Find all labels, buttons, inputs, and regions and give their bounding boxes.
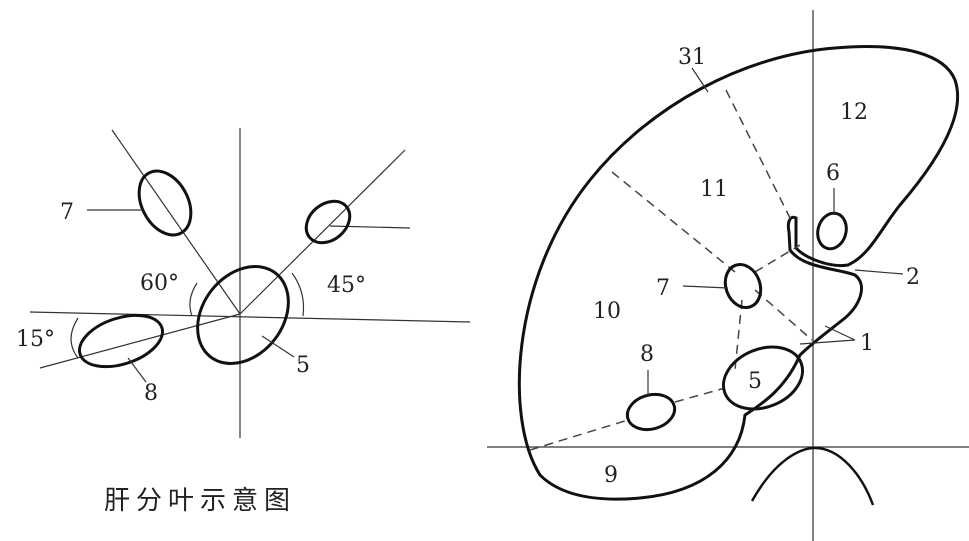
right-label-31: 31 bbox=[678, 45, 706, 70]
left-horizontal-axis bbox=[30, 312, 470, 322]
right-label-2: 2 bbox=[906, 265, 920, 290]
dash-31-to-center bbox=[726, 90, 792, 222]
left-arc-15deg bbox=[71, 318, 78, 358]
left-leader-8 bbox=[128, 358, 146, 382]
right-label-7: 7 bbox=[656, 276, 670, 301]
left-line-45deg bbox=[240, 150, 405, 314]
left-angle-45: 45° bbox=[327, 273, 366, 298]
left-ellipse-5 bbox=[179, 249, 307, 382]
right-leader-1a bbox=[800, 340, 855, 344]
right-label-6: 6 bbox=[826, 161, 840, 186]
left-label-8: 8 bbox=[144, 381, 158, 406]
right-ellipse-8 bbox=[623, 389, 678, 434]
left-arc-60deg bbox=[190, 283, 197, 316]
diagram-caption: 肝分叶示意图 bbox=[104, 486, 296, 516]
left-angle-15: 15° bbox=[16, 327, 55, 352]
dash-7-up bbox=[755, 245, 800, 272]
right-leader-7 bbox=[683, 286, 728, 288]
right-diagram: 31 12 6 11 2 7 10 1 8 5 9 bbox=[487, 10, 969, 541]
right-label-11: 11 bbox=[700, 177, 728, 202]
right-label-1: 1 bbox=[860, 331, 874, 356]
left-ellipse-8 bbox=[73, 306, 169, 376]
right-label-10: 10 bbox=[593, 299, 621, 324]
left-label-7: 7 bbox=[60, 200, 74, 225]
left-angle-60: 60° bbox=[140, 271, 179, 296]
right-ellipse-7 bbox=[720, 260, 767, 313]
left-pointer-to-upper-ellipse bbox=[330, 226, 410, 228]
left-ellipse-7 bbox=[129, 162, 202, 244]
right-ellipse-6 bbox=[814, 210, 850, 252]
right-ellipse-5 bbox=[714, 336, 812, 420]
right-leader-2 bbox=[855, 270, 903, 274]
left-label-5: 5 bbox=[296, 353, 310, 378]
left-arc-45deg bbox=[292, 273, 304, 316]
right-leader-1b bbox=[825, 326, 855, 340]
right-label-9: 9 bbox=[604, 463, 618, 488]
left-diagram: 7 60° 45° 15° 5 8 肝分叶示意图 bbox=[16, 128, 470, 516]
left-line-15deg bbox=[40, 314, 240, 368]
dash-left-to-8 bbox=[530, 420, 628, 450]
right-label-8: 8 bbox=[640, 342, 654, 367]
dash-7-to-1 bbox=[755, 290, 812, 340]
right-label-5: 5 bbox=[748, 369, 762, 394]
left-ellipse-upper-right bbox=[298, 193, 358, 251]
dash-8-to-5 bbox=[675, 388, 725, 402]
right-label-12: 12 bbox=[840, 100, 868, 125]
